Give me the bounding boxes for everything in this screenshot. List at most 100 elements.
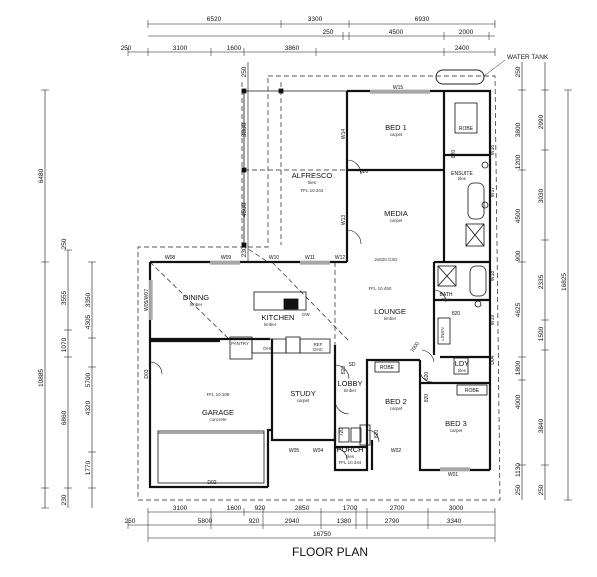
room-alfresco-finish: tiles (308, 180, 317, 185)
dim-right-12: 3030 (538, 188, 545, 203)
dim-top-11: 2400 (455, 45, 470, 52)
tag-720: 720 (339, 428, 345, 437)
plan-title: FLOOR PLAN (292, 545, 368, 559)
dim-bot-4: 2850 (295, 505, 310, 512)
dim-bot-11: 2940 (285, 518, 300, 525)
tag-w08: W08 (165, 255, 176, 261)
dim-top-6: 2000 (459, 29, 474, 36)
room-study: STUDY (290, 389, 315, 398)
room-porch: PORCH (336, 445, 363, 454)
dim-left-2: 10885 (38, 369, 45, 387)
room-dining-finish: timber (190, 302, 203, 307)
csd-label: 2x820 CSD (374, 257, 398, 262)
dim-left-1: 6480 (38, 168, 45, 183)
pantry-label: PANTRY (231, 341, 249, 346)
tag-w19: W19 (490, 315, 496, 326)
room-bath: BATH (440, 292, 453, 298)
room-kitchen: KITCHEN (262, 313, 295, 322)
tag-sd: SD (349, 362, 356, 368)
water-tank-label: WATER TANK (507, 54, 549, 61)
tag-w05: W05 (289, 448, 300, 454)
room-ensuite: ENSUITE (451, 171, 473, 177)
room-media-finish: carpet (390, 218, 403, 223)
room-ldy-finish: tiles (458, 368, 467, 373)
room-bed2: BED 2 (385, 397, 407, 406)
dim-right-15: 3840 (538, 418, 545, 433)
room-lounge-ffl: FFL 10.450 (369, 286, 392, 291)
room-lounge-finish: timber (384, 316, 397, 321)
dim-bot-1: 3100 (173, 505, 188, 512)
dim-right-7: 1800 (515, 360, 522, 375)
room-bed1-finish: carpet (390, 132, 403, 137)
dim-bot-10: 920 (249, 518, 260, 525)
fridge-label: REF (314, 342, 323, 347)
right-dimensions (518, 62, 572, 501)
tag-w13: W13 (341, 215, 347, 226)
dim-right-6: 4625 (515, 302, 522, 317)
dim-left-12: 1770 (85, 460, 92, 475)
dim-top-8: 3100 (173, 45, 188, 52)
dim-right-13: 2335 (538, 274, 545, 289)
dim-left-9: 4305 (85, 314, 92, 329)
room-bath-finish: tiles (442, 297, 451, 302)
dim-right-8: 4000 (515, 394, 522, 409)
dim-bot-13: 2790 (385, 518, 400, 525)
dim-left-14: 3800 (241, 122, 248, 137)
room-robe2: ROBE (380, 365, 395, 371)
tag-w14: W14 (341, 129, 347, 140)
dim-right-11: 2990 (538, 114, 545, 129)
room-study-finish: carpet (297, 398, 310, 403)
door-swings (149, 159, 447, 461)
room-lobby-finish: timber (344, 388, 357, 393)
tag-w04: W04 (313, 448, 324, 454)
dim-top-10: 3860 (285, 45, 300, 52)
dim-top-7: 250 (121, 45, 132, 52)
tag-w01: W01 (448, 472, 459, 478)
tag-820-e: 820 (424, 372, 430, 381)
dim-left-4: 250 (61, 238, 68, 249)
tag-820-c: 820 (452, 311, 461, 317)
dim-left-13: 250 (241, 66, 248, 77)
dim-right-5: 900 (515, 250, 522, 261)
room-bed3: BED 3 (445, 419, 467, 428)
alfresco-beams (241, 88, 347, 248)
tag-820-b: 820 (451, 150, 457, 159)
tag-d03: D03 (144, 369, 150, 378)
dim-left-11: 4320 (85, 400, 92, 415)
dim-top-3: 6930 (415, 16, 430, 23)
dishwasher-label: DW (302, 312, 310, 317)
room-robe3: ROBE (465, 388, 480, 394)
room-robe1: ROBE (459, 126, 474, 132)
room-porch-finish: tiles (346, 454, 355, 459)
dim-bot-7: 3000 (449, 505, 464, 512)
room-ldy: LDY (455, 359, 470, 368)
tag-w11: W11 (305, 255, 315, 261)
dim-bot-total: 16750 (313, 531, 331, 538)
room-linen: LINEN (440, 327, 445, 340)
room-bed1: BED 1 (385, 123, 407, 132)
dim-right-total: 16825 (561, 273, 568, 291)
dim-right-9: 1130 (515, 463, 522, 477)
tag-w07: W05/W07 (144, 289, 150, 311)
tag-w09: W09 (221, 255, 232, 261)
dim-top-2: 3300 (308, 16, 323, 23)
room-alfresco: ALFRESCO (292, 171, 333, 180)
dim-right-4: 4500 (515, 208, 522, 223)
dim-bot-2: 1600 (227, 505, 242, 512)
tag-820-g: 820 (424, 394, 430, 403)
dim-bot-6: 2700 (390, 505, 405, 512)
dim-left-15: 4500 (241, 202, 248, 217)
tag-1000: 1000 (410, 341, 421, 354)
room-porch-ffl: FFL 10.344 (339, 460, 362, 465)
dim-left-6: 1070 (61, 337, 68, 352)
tag-w10: W10 (269, 255, 280, 261)
tag-820-a: 820 (360, 169, 369, 175)
ohc-label-1: OHC (263, 346, 274, 351)
dim-right-14: 1500 (538, 326, 545, 341)
tag-w15: W15 (393, 85, 404, 91)
room-kitchen-finish: timber (264, 322, 277, 327)
tag-w02: W02 (391, 448, 402, 454)
tag-w16: W16 (490, 145, 496, 156)
